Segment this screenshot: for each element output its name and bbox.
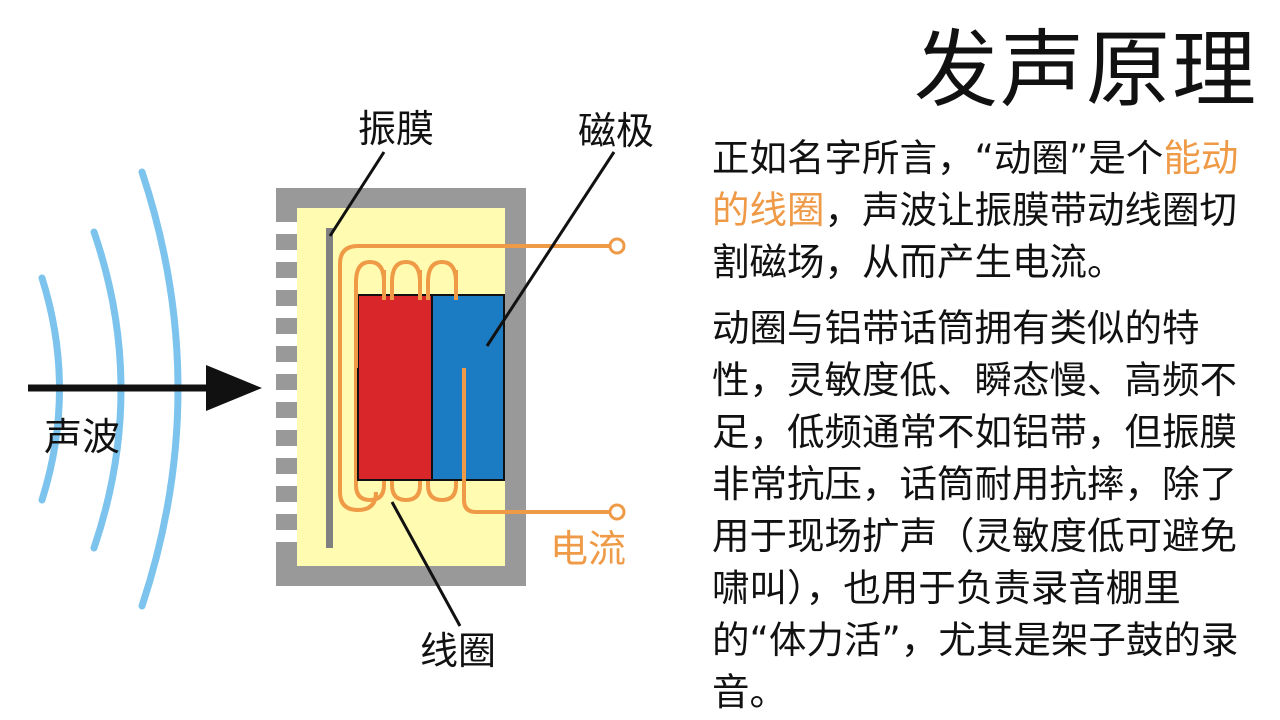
leader-magnet [485,151,616,347]
label-sound-wave: 声波 [44,415,120,459]
coil-back [354,270,458,503]
arrow-right-icon [28,365,262,411]
dynamic-microphone-diagram: 振膜 磁极 声波 电流 线圈 [28,107,654,673]
magnet-red-pole [357,294,433,481]
description-paragraph-2: 动圈与铝带话筒拥有类似的特性，灵敏度低、瞬态慢、高频不足，低频通常不如铝带，但振… [712,306,1239,714]
paragraph-1-text-before: 正如名字所言，“动圈”是个 [712,136,1164,180]
label-current: 电流 [550,527,626,571]
diaphragm [326,228,333,548]
coil-front [338,244,616,514]
leader-diaphragm [328,151,386,237]
label-coil: 线圈 [420,629,496,673]
paragraph-1-text-after: ，声波让振膜带动线圈切割磁场，从而产生电流。 [712,188,1237,284]
description-paragraph-1: 正如名字所言，“动圈”是个能动的线圈，声波让振膜带动线圈切割磁场，从而产生电流。 [712,132,1267,288]
leader-lines [328,151,616,627]
paragraph-1-highlight: 能动的线圈 [712,136,1239,232]
label-diaphragm: 振膜 [358,107,434,151]
leader-coil [390,501,462,627]
grille-slots [276,222,297,542]
terminal-bottom [608,503,626,521]
terminal-top [608,237,626,255]
page-title: 发声原理 [913,21,1258,119]
label-magnet: 磁极 [578,109,654,153]
magnet-blue-pole [431,294,505,481]
description-column: 正如名字所言，“动圈”是个能动的线圈，声波让振膜带动线圈切割磁场，从而产生电流。… [712,132,1267,718]
